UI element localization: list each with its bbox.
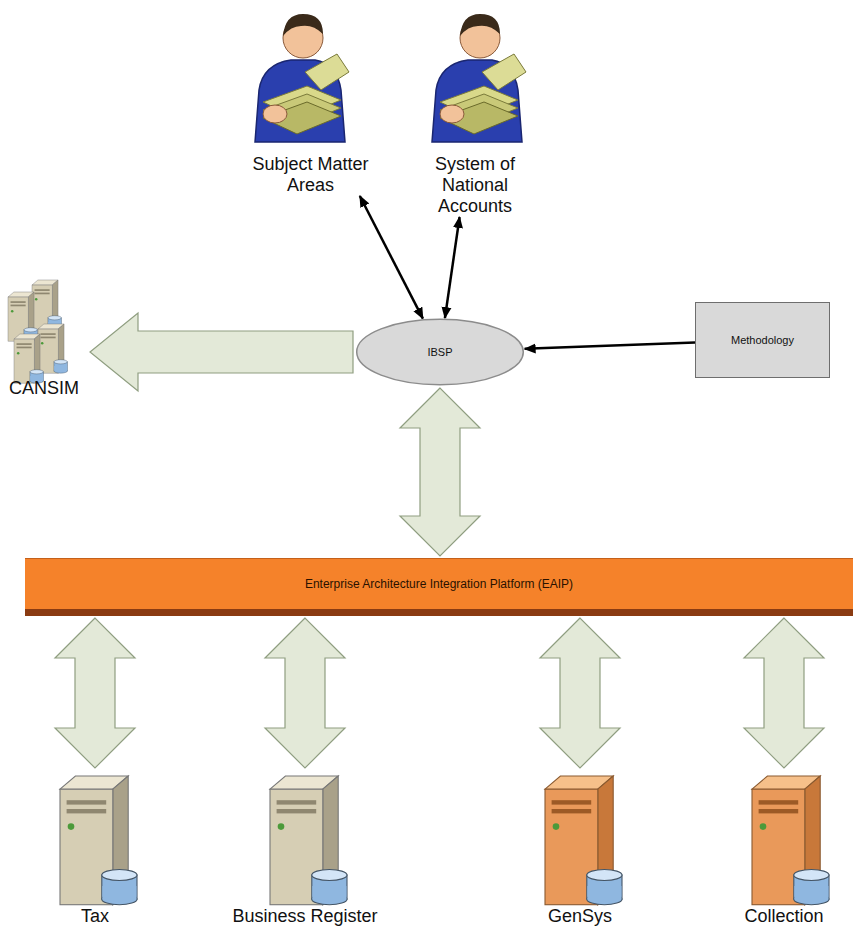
- server-icon: [752, 776, 829, 905]
- icon-caption: CANSIM: [0, 378, 88, 399]
- arrow-line: [525, 343, 695, 349]
- process-box: Methodology: [695, 302, 830, 378]
- node-text: IBSP: [423, 342, 456, 362]
- server-label: Tax: [30, 770, 160, 927]
- server-icon: [545, 776, 622, 905]
- person-icon: [255, 14, 349, 142]
- icon-caption: Collection: [718, 906, 850, 927]
- hub-ellipse: IBSP: [355, 318, 525, 386]
- server-label: Collection: [718, 770, 850, 927]
- arrow-line: [445, 217, 460, 318]
- block-arrow: [265, 618, 345, 768]
- block-arrow: [744, 618, 824, 768]
- icon-caption: Business Register: [215, 906, 395, 927]
- database-stack-icon: [8, 280, 67, 383]
- database-label: CANSIM: [0, 278, 88, 399]
- icon-caption: Tax: [30, 906, 160, 927]
- icon-caption: System of National Accounts: [410, 154, 540, 217]
- server-label: Business Register: [215, 770, 395, 927]
- arrow-line: [360, 196, 423, 319]
- block-arrow: [90, 313, 353, 391]
- server-label: GenSys: [515, 770, 645, 927]
- server-icon: [60, 776, 137, 905]
- actor-label: Subject Matter Areas: [228, 4, 393, 196]
- node-text: Enterprise Architecture Integration Plat…: [301, 573, 577, 595]
- icon-caption: Subject Matter Areas: [228, 154, 393, 196]
- node-text: Methodology: [727, 330, 798, 350]
- platform-band: Enterprise Architecture Integration Plat…: [25, 558, 853, 616]
- block-arrow: [55, 618, 135, 768]
- server-icon: [270, 776, 347, 905]
- person-icon: [432, 14, 526, 142]
- block-arrow: [540, 618, 620, 768]
- icon-caption: GenSys: [515, 906, 645, 927]
- actor-label: System of National Accounts: [410, 4, 540, 217]
- block-arrow: [400, 388, 480, 556]
